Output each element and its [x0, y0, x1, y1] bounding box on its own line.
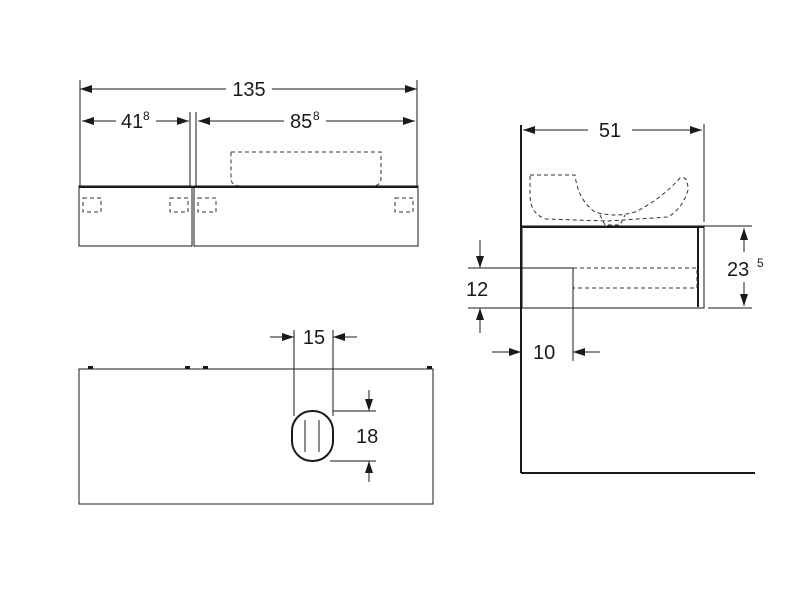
left-width-label: 41	[121, 111, 143, 133]
cutout-width-dimension: 15	[270, 327, 357, 349]
left-cabinet	[78, 185, 193, 247]
rear-panel	[78, 368, 434, 505]
cutout-height-label: 18	[356, 426, 378, 448]
cutout-width-label: 15	[303, 327, 325, 349]
depth-dimension: 51	[523, 120, 702, 142]
left-width-dimension: 41 8	[82, 109, 189, 133]
drain-depth-label: 10	[533, 342, 555, 364]
total-width-label: 135	[232, 79, 265, 101]
front-view: 135 41 8 85 8	[78, 79, 419, 247]
depth-label: 51	[599, 120, 621, 142]
mounting-brackets	[82, 197, 414, 213]
right-cabinet	[193, 185, 419, 247]
rear-view: 15 18	[78, 327, 434, 505]
left-width-sup: 8	[143, 109, 150, 123]
right-width-label: 85	[290, 111, 312, 133]
cabinet-height-label: 23	[727, 259, 749, 281]
cabinet-height-dimension: 23 5	[727, 228, 764, 306]
drain-height-label: 12	[466, 279, 488, 301]
right-width-dimension: 85 8	[198, 109, 415, 133]
cabinet-side	[521, 225, 705, 309]
cabinet-height-sup: 5	[757, 256, 764, 270]
basin-outline	[230, 151, 382, 187]
cutout-height-dimension: 18	[356, 390, 378, 482]
drain-depth-dimension: 10	[492, 342, 600, 364]
total-width-dimension: 135	[80, 79, 417, 101]
side-view: 51 12 10	[466, 120, 764, 474]
right-width-sup: 8	[313, 109, 320, 123]
drain-height-dimension: 12	[466, 240, 488, 333]
pipe-cutout	[291, 410, 334, 462]
basin-side-outline	[529, 174, 689, 222]
